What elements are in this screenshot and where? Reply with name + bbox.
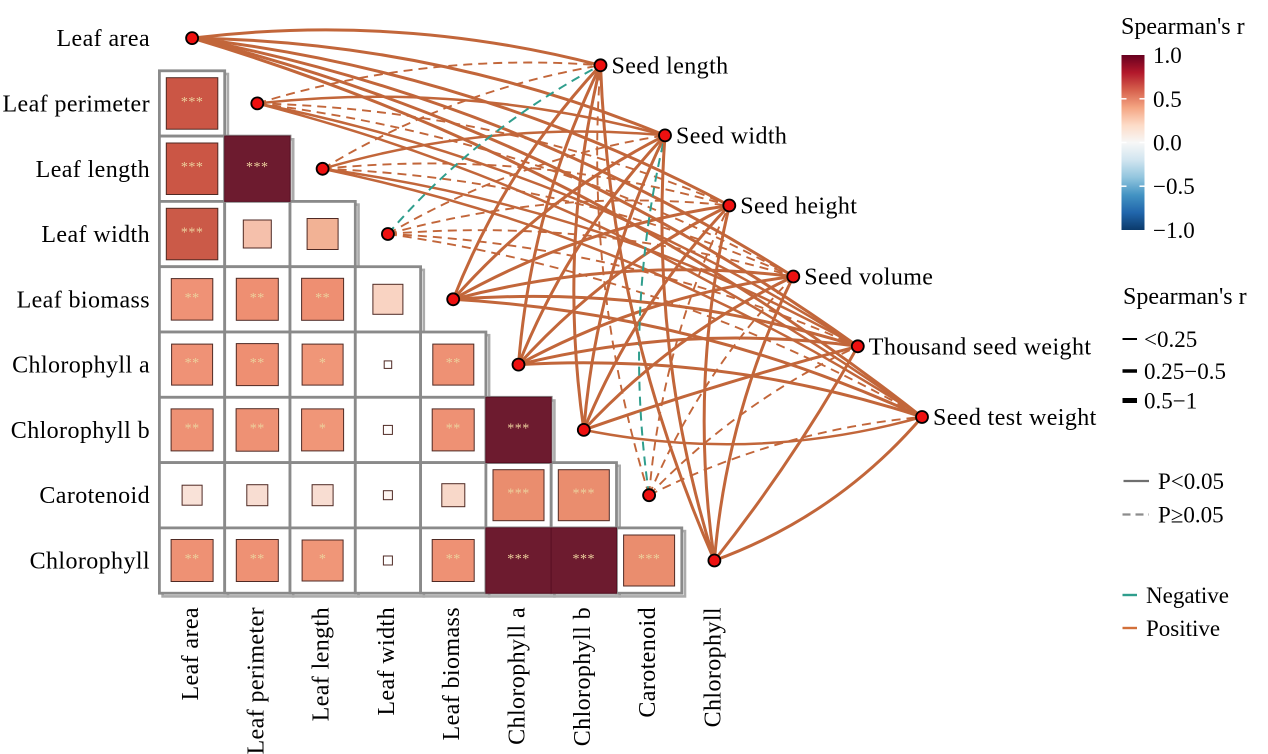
svg-text:Carotenoid: Carotenoid — [39, 483, 150, 509]
svg-text:**: ** — [185, 291, 200, 306]
svg-text:Seed height: Seed height — [740, 194, 857, 220]
svg-text:***: *** — [181, 160, 204, 175]
svg-text:0.0: 0.0 — [1153, 131, 1182, 156]
svg-text:Spearman's r: Spearman's r — [1121, 14, 1245, 40]
svg-text:−0.5: −0.5 — [1153, 174, 1195, 199]
svg-text:Leaf width: Leaf width — [374, 607, 400, 716]
svg-text:Leaf biomass: Leaf biomass — [17, 287, 150, 313]
svg-text:**: ** — [446, 552, 461, 567]
svg-text:**: ** — [185, 421, 200, 436]
svg-text:*: * — [319, 356, 327, 371]
svg-text:Leaf length: Leaf length — [309, 607, 335, 721]
svg-text:Negative: Negative — [1146, 583, 1229, 608]
svg-text:Carotenoid: Carotenoid — [635, 607, 661, 718]
svg-text:Thousand seed weight: Thousand seed weight — [869, 334, 1092, 360]
svg-text:Leaf area: Leaf area — [178, 607, 204, 701]
svg-text:P≥0.05: P≥0.05 — [1158, 503, 1224, 528]
svg-text:Chlorophyll a: Chlorophyll a — [505, 607, 531, 745]
svg-text:**: ** — [185, 552, 200, 567]
svg-text:***: *** — [181, 226, 204, 241]
svg-text:Leaf area: Leaf area — [56, 26, 150, 52]
svg-text:Leaf biomass: Leaf biomass — [439, 607, 465, 740]
svg-text:Seed volume: Seed volume — [804, 265, 933, 291]
svg-text:***: *** — [638, 552, 661, 567]
svg-text:**: ** — [446, 421, 461, 436]
svg-text:<0.25: <0.25 — [1144, 327, 1197, 352]
svg-text:0.5: 0.5 — [1153, 87, 1182, 112]
svg-text:*: * — [319, 552, 327, 567]
svg-text:Leaf perimeter: Leaf perimeter — [243, 607, 269, 754]
svg-text:***: *** — [507, 421, 530, 436]
svg-text:Positive: Positive — [1146, 616, 1220, 641]
svg-text:**: ** — [250, 291, 265, 306]
svg-text:***: *** — [507, 552, 530, 567]
svg-text:**: ** — [250, 552, 265, 567]
svg-text:0.5−1: 0.5−1 — [1144, 389, 1197, 414]
svg-text:−1.0: −1.0 — [1153, 218, 1195, 243]
svg-text:Leaf perimeter: Leaf perimeter — [2, 91, 150, 117]
svg-text:***: *** — [573, 487, 596, 502]
svg-text:Leaf length: Leaf length — [36, 157, 150, 183]
svg-text:Chlorophyll b: Chlorophyll b — [11, 418, 150, 444]
svg-text:Chlorophyll: Chlorophyll — [700, 607, 726, 727]
svg-text:Seed length: Seed length — [612, 53, 729, 79]
svg-text:Chlorophyll a: Chlorophyll a — [12, 353, 150, 379]
svg-text:**: ** — [250, 421, 265, 436]
svg-text:**: ** — [250, 356, 265, 371]
svg-text:***: *** — [246, 160, 269, 175]
svg-text:Seed width: Seed width — [676, 123, 787, 149]
svg-text:**: ** — [315, 291, 330, 306]
svg-text:***: *** — [507, 487, 530, 502]
svg-text:***: *** — [573, 552, 596, 567]
svg-text:Chlorophyll: Chlorophyll — [30, 549, 150, 575]
svg-text:Leaf width: Leaf width — [41, 222, 150, 248]
svg-text:**: ** — [446, 356, 461, 371]
svg-text:0.25−0.5: 0.25−0.5 — [1144, 359, 1226, 384]
svg-text:Spearman's r: Spearman's r — [1123, 284, 1247, 310]
svg-text:Seed test weight: Seed test weight — [933, 405, 1097, 431]
svg-text:***: *** — [181, 95, 204, 110]
svg-text:P<0.05: P<0.05 — [1158, 469, 1224, 494]
svg-text:Chlorophyll b: Chlorophyll b — [570, 607, 596, 746]
svg-text:*: * — [319, 421, 327, 436]
svg-text:**: ** — [185, 356, 200, 371]
svg-text:1.0: 1.0 — [1153, 43, 1182, 68]
